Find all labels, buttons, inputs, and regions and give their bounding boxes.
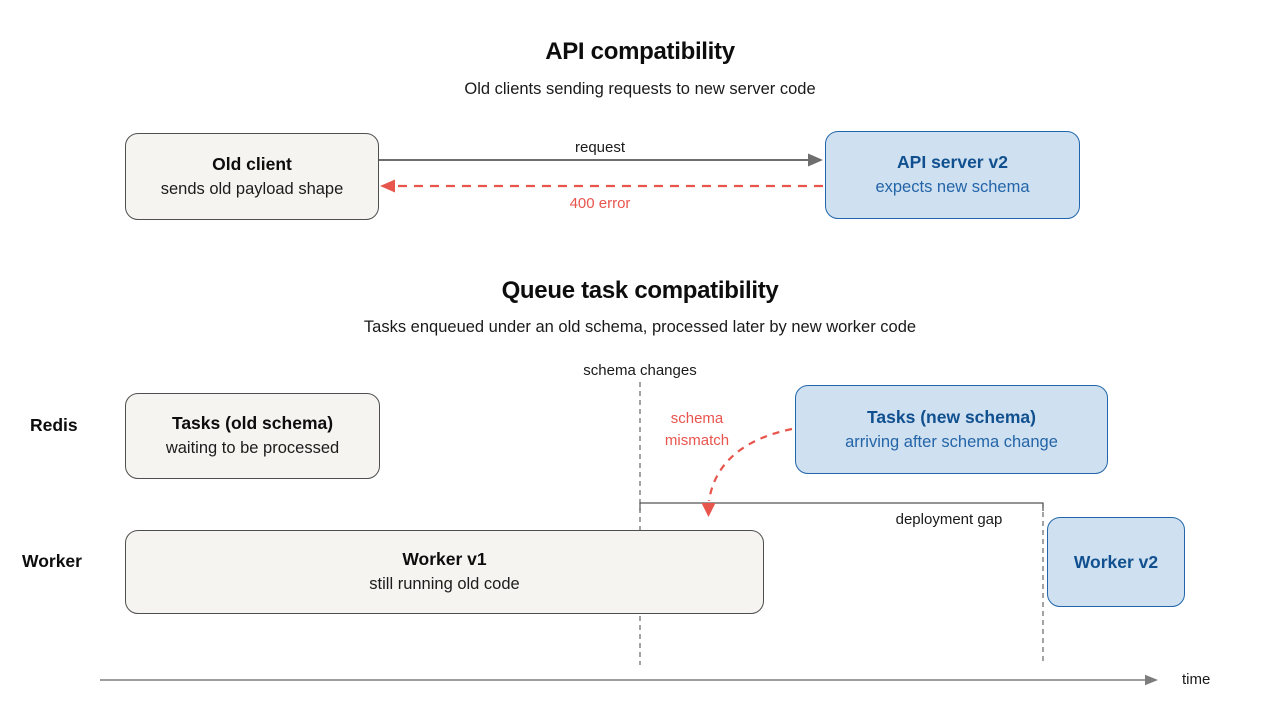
schema-mismatch-label: schema mismatch (665, 408, 729, 452)
tasks-new-node: Tasks (new schema) arriving after schema… (795, 385, 1108, 474)
api-server-title: API server v2 (897, 152, 1008, 172)
time-axis-label: time (1182, 671, 1211, 688)
tasks-old-subtitle: waiting to be processed (165, 439, 340, 457)
worker-v1-node: Worker v1 still running old code (125, 530, 764, 614)
redis-row-label: Redis (30, 415, 78, 435)
request-arrowhead-icon (808, 153, 823, 167)
tasks-new-title: Tasks (new schema) (867, 406, 1036, 427)
api-server-node: API server v2 expects new schema (825, 131, 1080, 219)
queue-section-title: Queue task compatibility (501, 277, 779, 304)
old-client-subtitle: sends old payload shape (160, 179, 344, 198)
time-arrowhead-icon (1145, 674, 1158, 686)
error-arrow (380, 179, 823, 193)
deployment-gap-bracket (639, 502, 1044, 511)
error-arrowhead-icon (380, 179, 395, 193)
api-section-subtitle: Old clients sending requests to new serv… (464, 80, 816, 98)
mismatch-arrowhead-icon (701, 503, 716, 517)
old-client-node: Old client sends old payload shape (125, 133, 379, 220)
request-arrow (379, 153, 823, 167)
worker-v2-title: Worker v2 (1073, 551, 1159, 572)
api-section-title: API compatibility (545, 38, 735, 65)
request-arrow-label: request (574, 139, 626, 156)
schema-mismatch-line2: mismatch (664, 432, 730, 449)
api-server-subtitle: expects new schema (875, 178, 1030, 196)
worker-v1-subtitle: still running old code (369, 575, 520, 593)
old-client-title: Old client (212, 153, 292, 174)
tasks-new-subtitle: arriving after schema change (845, 432, 1058, 451)
schema-mismatch-line1: schema (670, 410, 724, 427)
worker-v1-title: Worker v1 (402, 549, 487, 569)
worker-v2-node: Worker v2 (1047, 517, 1185, 607)
deployment-gap-label: deployment gap (895, 511, 1003, 528)
worker-row-label: Worker (22, 551, 82, 571)
tasks-old-title: Tasks (old schema) (171, 413, 334, 433)
queue-section-subtitle: Tasks enqueued under an old schema, proc… (363, 318, 917, 336)
error-arrow-label: 400 error (569, 195, 631, 212)
schema-changes-label: schema changes (583, 362, 697, 379)
schema-mismatch-arrow (701, 427, 793, 517)
time-axis (100, 674, 1158, 686)
tasks-old-node: Tasks (old schema) waiting to be process… (125, 393, 380, 479)
